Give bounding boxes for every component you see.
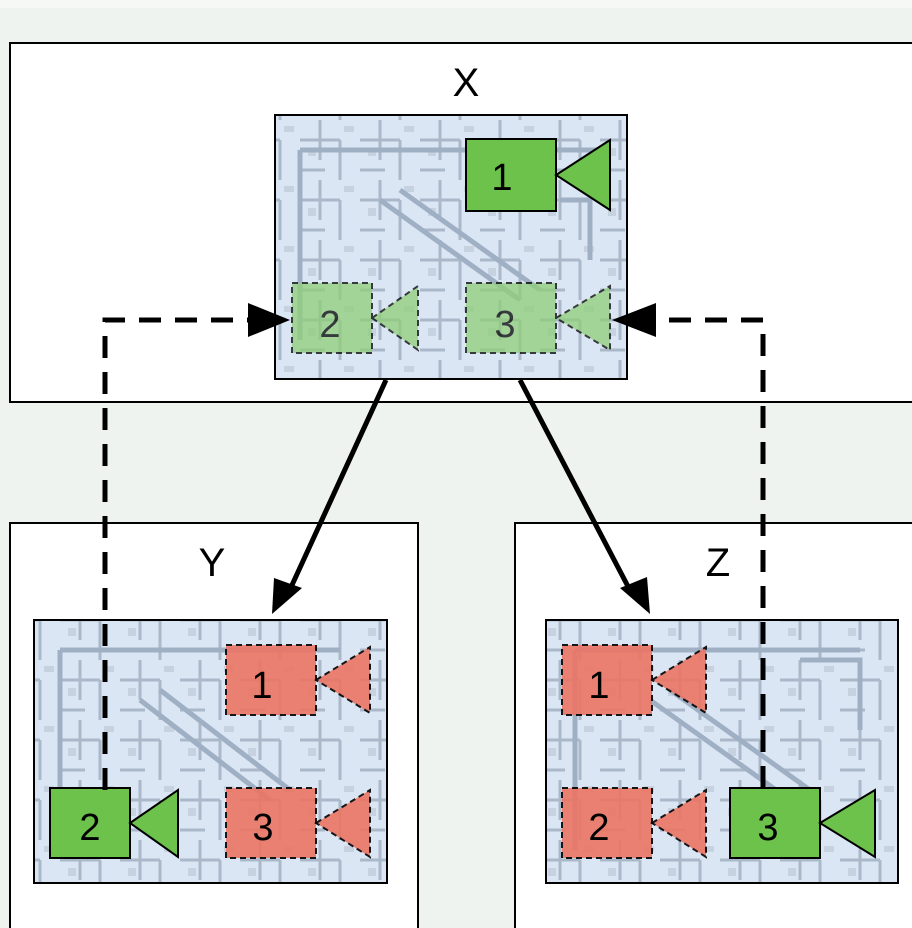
- panel-y-label: Y: [199, 541, 226, 585]
- panel-y: Y 1 2 3: [9, 522, 419, 928]
- panel-x: X 1 2 3: [9, 42, 912, 403]
- camera-z-2: 2: [561, 787, 707, 859]
- camera-y-3-label: 3: [252, 807, 273, 849]
- camera-z-3-label: 3: [757, 807, 778, 849]
- dashed-arrow-y-to-x: [102, 317, 250, 790]
- camera-y-1-label: 1: [251, 665, 272, 707]
- camera-x-1-label: 1: [491, 157, 512, 199]
- camera-y-1: 1: [225, 644, 371, 716]
- camera-z-3: 3: [729, 787, 876, 859]
- dashed-arrow-z-to-x: [655, 317, 766, 788]
- camera-x-1: 1: [465, 138, 611, 212]
- arrow-x-to-y-head: [272, 578, 302, 614]
- arrow-x-to-z-head: [620, 577, 650, 614]
- camera-z-1: 1: [561, 644, 707, 716]
- camera-y-2-label: 2: [79, 807, 100, 849]
- camera-x-3-label: 3: [494, 304, 515, 346]
- panel-x-label: X: [453, 61, 480, 105]
- top-strip: [0, 0, 912, 8]
- camera-x-2-label: 2: [319, 304, 340, 346]
- camera-x-2: 2: [291, 282, 419, 354]
- camera-z-1-label: 1: [588, 665, 609, 707]
- panel-z: Z 1 2 3: [514, 522, 912, 928]
- camera-y-2: 2: [49, 787, 179, 859]
- camera-x-3: 3: [465, 282, 611, 354]
- arrow-x-to-y: [284, 378, 389, 598]
- camera-z-2-label: 2: [588, 807, 609, 849]
- panel-z-label: Z: [706, 541, 730, 585]
- arrow-x-to-z: [517, 378, 636, 598]
- camera-y-3: 3: [225, 787, 371, 859]
- dashed-arrow-y-to-x-head: [248, 303, 290, 337]
- dashed-arrow-z-to-x-head: [612, 303, 656, 337]
